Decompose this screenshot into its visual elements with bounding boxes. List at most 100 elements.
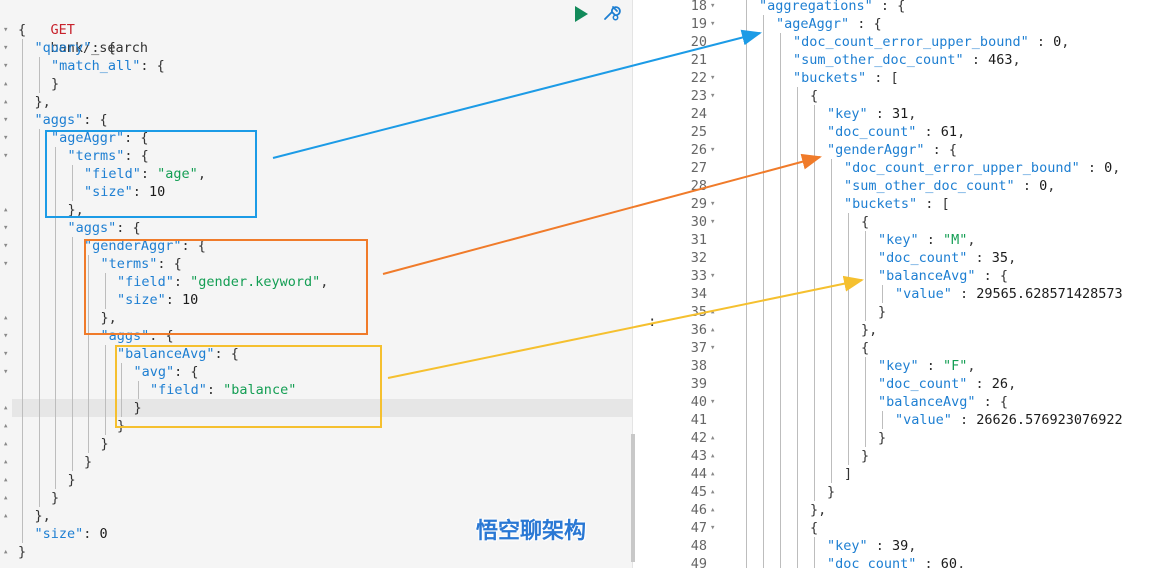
fold-collapse-icon[interactable]: ▾ (710, 199, 716, 209)
json-key: "aggs" (100, 328, 150, 344)
fold-collapse-icon[interactable]: ▾ (3, 151, 9, 161)
fold-collapse-icon[interactable]: ▾ (710, 271, 716, 281)
code-line: "terms": { (68, 147, 149, 165)
json-punct: , (1008, 250, 1017, 266)
run-request-icon[interactable] (575, 6, 588, 22)
indent-guide (865, 357, 866, 375)
indent-guide (763, 213, 764, 231)
line-number: 36 (690, 322, 707, 338)
indent-guide (831, 249, 832, 267)
fold-collapse-icon[interactable]: ▾ (710, 145, 716, 155)
fold-collapse-icon[interactable]: ▾ (3, 367, 9, 377)
fold-expand-icon[interactable]: ▴ (3, 403, 9, 413)
json-punct: }, (34, 508, 51, 524)
balance-avg-highlight-box (115, 345, 382, 428)
json-punct: : (1079, 160, 1105, 176)
indent-guide (831, 339, 832, 357)
indent-guide (797, 555, 798, 568)
fold-expand-icon[interactable]: ▴ (3, 457, 9, 467)
json-punct: : { (140, 58, 165, 74)
fold-expand-icon[interactable]: ▴ (3, 475, 9, 485)
fold-expand-icon[interactable]: ▴ (3, 79, 9, 89)
fold-expand-icon[interactable]: ▴ (3, 439, 9, 449)
fold-collapse-icon[interactable]: ▾ (710, 91, 716, 101)
json-key: "doc_count" (827, 124, 917, 140)
line-number: 37 (690, 340, 707, 356)
indent-guide (746, 249, 747, 267)
fold-collapse-icon[interactable]: ▾ (3, 133, 9, 143)
indent-guide (746, 69, 747, 87)
line-number: 31 (690, 232, 707, 248)
indent-guide (763, 375, 764, 393)
fold-collapse-icon[interactable]: ▾ (710, 19, 716, 29)
fold-expand-icon[interactable]: ▴ (3, 511, 9, 521)
fold-collapse-icon[interactable]: ▾ (710, 523, 716, 533)
json-key: "size" (117, 292, 166, 308)
fold-collapse-icon[interactable]: ▾ (3, 223, 9, 233)
indent-guide (88, 273, 89, 291)
fold-expand-icon[interactable]: ▴ (710, 469, 716, 479)
indent-guide (797, 141, 798, 159)
indent-guide (814, 321, 815, 339)
fold-expand-icon[interactable]: ▴ (710, 307, 716, 317)
fold-expand-icon[interactable]: ▴ (3, 493, 9, 503)
indent-guide (780, 465, 781, 483)
fold-collapse-icon[interactable]: ▾ (3, 115, 9, 125)
indent-guide (831, 429, 832, 447)
fold-collapse-icon[interactable]: ▾ (3, 259, 9, 269)
fold-expand-icon[interactable]: ▴ (3, 97, 9, 107)
fold-collapse-icon[interactable]: ▾ (710, 217, 716, 227)
fold-collapse-icon[interactable]: ▾ (710, 1, 716, 11)
indent-guide (55, 399, 56, 417)
fold-expand-icon[interactable]: ▴ (3, 313, 9, 323)
json-key: "ageAggr" (51, 130, 125, 146)
indent-guide (71, 273, 73, 291)
json-number: 0 (1104, 160, 1113, 176)
indent-guide (780, 555, 781, 568)
fold-expand-icon[interactable]: ▴ (710, 451, 716, 461)
indent-guide (763, 339, 764, 357)
fold-collapse-icon[interactable]: ▾ (3, 25, 9, 35)
line-number: 40 (690, 394, 707, 410)
request-line[interactable]: GET bank/_search (18, 3, 149, 56)
fold-collapse-icon[interactable]: ▾ (3, 241, 9, 251)
fold-collapse-icon[interactable]: ▾ (3, 349, 9, 359)
fold-expand-icon[interactable]: ▴ (3, 421, 9, 431)
fold-collapse-icon[interactable]: ▾ (710, 343, 716, 353)
fold-expand-icon[interactable]: ▴ (710, 433, 716, 443)
code-line: "doc_count" : 61, (827, 123, 965, 141)
fold-expand-icon[interactable]: ▴ (710, 325, 716, 335)
indent-guide (797, 231, 798, 249)
fold-expand-icon[interactable]: ▴ (3, 205, 9, 215)
wrench-icon[interactable] (600, 2, 622, 24)
indent-guide (55, 237, 56, 255)
fold-collapse-icon[interactable]: ▾ (710, 73, 716, 83)
indent-guide (797, 105, 798, 123)
fold-collapse-icon[interactable]: ▾ (3, 331, 9, 341)
indent-guide (22, 75, 23, 93)
indent-guide (797, 159, 798, 177)
fold-collapse-icon[interactable]: ▾ (3, 43, 9, 53)
fold-expand-icon[interactable]: ▴ (3, 547, 9, 557)
pane-resize-handle[interactable]: : (648, 314, 657, 330)
indent-guide (848, 447, 849, 465)
code-line: "field": "age", (84, 165, 206, 183)
indent-guide (763, 321, 764, 339)
indent-guide (763, 429, 764, 447)
fold-expand-icon[interactable]: ▴ (710, 505, 716, 515)
code-line: "query": { (35, 39, 116, 57)
indent-guide (763, 15, 764, 33)
indent-guide (88, 291, 89, 309)
json-punct: : { (124, 130, 149, 146)
code-line: } (68, 471, 76, 489)
fold-collapse-icon[interactable]: ▾ (710, 397, 716, 407)
editor-scrollbar[interactable] (631, 434, 635, 562)
json-punct: : [ (917, 196, 950, 212)
fold-collapse-icon[interactable]: ▾ (3, 61, 9, 71)
indent-guide (104, 417, 106, 435)
json-key: "aggs" (67, 220, 117, 236)
fold-expand-icon[interactable]: ▴ (710, 487, 716, 497)
json-punct: , (1047, 178, 1056, 194)
code-line: "match_all": { (51, 57, 165, 75)
indent-guide (763, 267, 764, 285)
